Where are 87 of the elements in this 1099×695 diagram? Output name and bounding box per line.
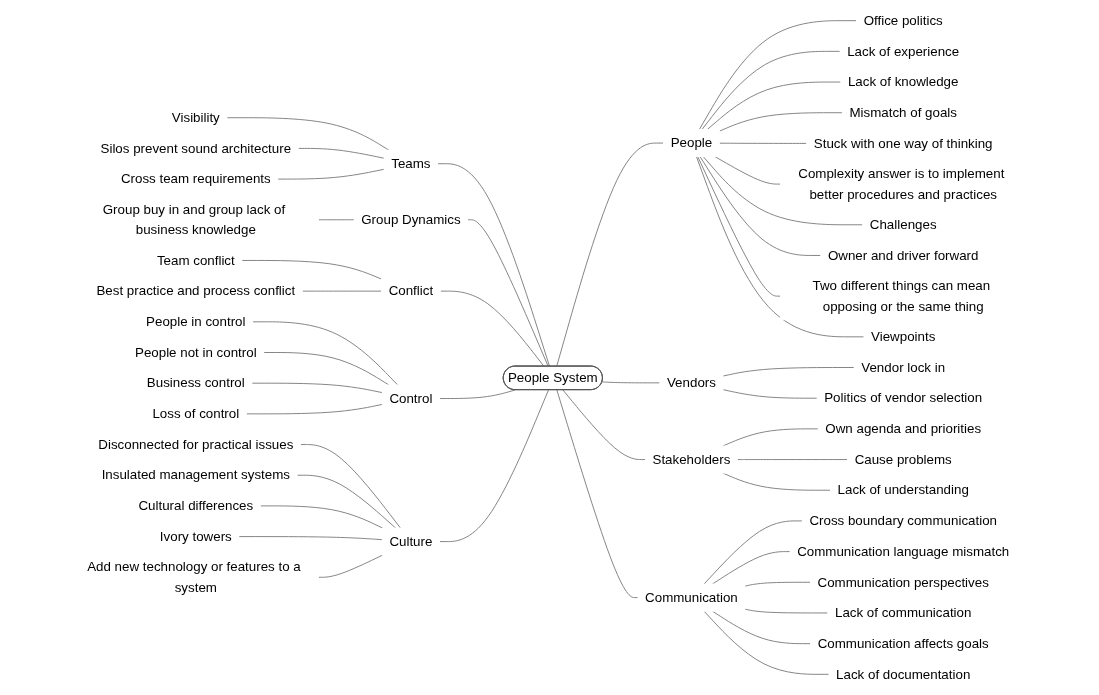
connector bbox=[744, 608, 829, 614]
node-text: Lack of understanding bbox=[837, 482, 969, 498]
node-text: Cause problems bbox=[854, 451, 952, 467]
connector bbox=[698, 20, 857, 130]
connector bbox=[718, 112, 843, 132]
connector bbox=[299, 444, 401, 529]
connector bbox=[722, 389, 818, 399]
node-text: Cross team requirements bbox=[120, 170, 271, 186]
connector bbox=[318, 554, 383, 578]
node-text: People bbox=[670, 134, 713, 150]
connector bbox=[702, 156, 864, 226]
node-text: Group Dynamics bbox=[361, 211, 461, 227]
node-text: Communication affects goals bbox=[817, 635, 989, 651]
node-text: Vendors bbox=[666, 374, 716, 390]
node-text: Lack of experience bbox=[847, 43, 960, 59]
node-text: Conflict bbox=[388, 282, 434, 299]
node-text: People not in control bbox=[134, 344, 257, 360]
node-text: Mismatch of goals bbox=[849, 104, 957, 120]
node-text: Cultural differences bbox=[138, 497, 254, 513]
connector bbox=[699, 156, 822, 256]
connector bbox=[714, 156, 781, 185]
connector bbox=[601, 381, 661, 384]
node-text: Challenges bbox=[869, 216, 937, 232]
node-text: Best practice and process conflict bbox=[96, 282, 296, 299]
node-text: Cross boundary communication bbox=[809, 512, 997, 528]
node-text: Complexity answer is to implement better procedures and practices bbox=[798, 165, 1005, 201]
node-text: Visibility bbox=[171, 109, 220, 125]
connector bbox=[439, 389, 516, 399]
node-text: Communication bbox=[645, 589, 738, 605]
node-text: Lack of communication bbox=[834, 604, 972, 620]
connector bbox=[259, 505, 383, 529]
node-text: Group buy in and group lack of business knowledge bbox=[102, 201, 286, 237]
connector bbox=[251, 382, 383, 394]
node-text: People in control bbox=[146, 313, 246, 329]
node-text: Ivory towers bbox=[159, 528, 232, 544]
node-text: Politics of vendor selection bbox=[824, 389, 983, 406]
node-text: Team conflict bbox=[156, 252, 235, 268]
connector bbox=[737, 459, 848, 460]
connector bbox=[277, 168, 385, 180]
node-text: Lack of knowledge bbox=[847, 73, 959, 89]
node-text: Disconnected for practical issues bbox=[98, 436, 294, 452]
connector bbox=[556, 142, 664, 367]
connector bbox=[241, 260, 382, 280]
connector bbox=[718, 142, 808, 144]
connector bbox=[701, 50, 841, 130]
node-text: Silos prevent sound architecture bbox=[100, 140, 292, 156]
connector bbox=[437, 163, 550, 367]
connector bbox=[697, 156, 781, 297]
node-text: Teams bbox=[391, 155, 431, 171]
connector bbox=[706, 81, 842, 130]
node-text: Lack of documentation bbox=[836, 666, 971, 682]
node-text: Communication perspectives bbox=[817, 574, 989, 590]
node-text: Add new technology or features to a system bbox=[87, 559, 301, 595]
node-text: Two different things can mean opposing or the same thing bbox=[812, 277, 991, 314]
connector bbox=[245, 403, 383, 415]
connector bbox=[226, 117, 390, 151]
connector bbox=[712, 610, 811, 645]
connector bbox=[562, 389, 646, 460]
connector bbox=[703, 610, 830, 675]
node-text: Loss of control bbox=[152, 405, 240, 421]
node-text: Owner and driver forward bbox=[827, 247, 979, 263]
node-text: Stuck with one way of thinking bbox=[813, 135, 993, 151]
node-text: Culture bbox=[389, 533, 433, 549]
connector bbox=[695, 156, 865, 338]
connector bbox=[744, 581, 811, 587]
connector bbox=[238, 536, 383, 541]
connector bbox=[297, 147, 385, 159]
connector bbox=[712, 551, 791, 585]
connector bbox=[318, 219, 355, 221]
connector bbox=[467, 219, 549, 367]
node-text: Office politics bbox=[863, 12, 943, 28]
connector bbox=[301, 290, 382, 292]
node-text: Business control bbox=[146, 374, 245, 391]
connector bbox=[439, 290, 545, 367]
connector bbox=[703, 520, 803, 585]
connector bbox=[722, 367, 855, 377]
node-text: Viewpoints bbox=[871, 328, 936, 344]
node-text: Control bbox=[389, 390, 433, 406]
node-text: Communication language mismatch bbox=[797, 543, 1010, 559]
connector bbox=[252, 321, 399, 386]
node-text: Stakeholders bbox=[652, 451, 731, 467]
connector bbox=[556, 389, 639, 599]
node-text: Insulated management systems bbox=[101, 467, 290, 483]
connector bbox=[439, 389, 549, 543]
connector bbox=[296, 474, 397, 529]
node-text: Own agenda and priorities bbox=[825, 420, 982, 436]
node-text: Vendor lock in bbox=[861, 359, 946, 375]
